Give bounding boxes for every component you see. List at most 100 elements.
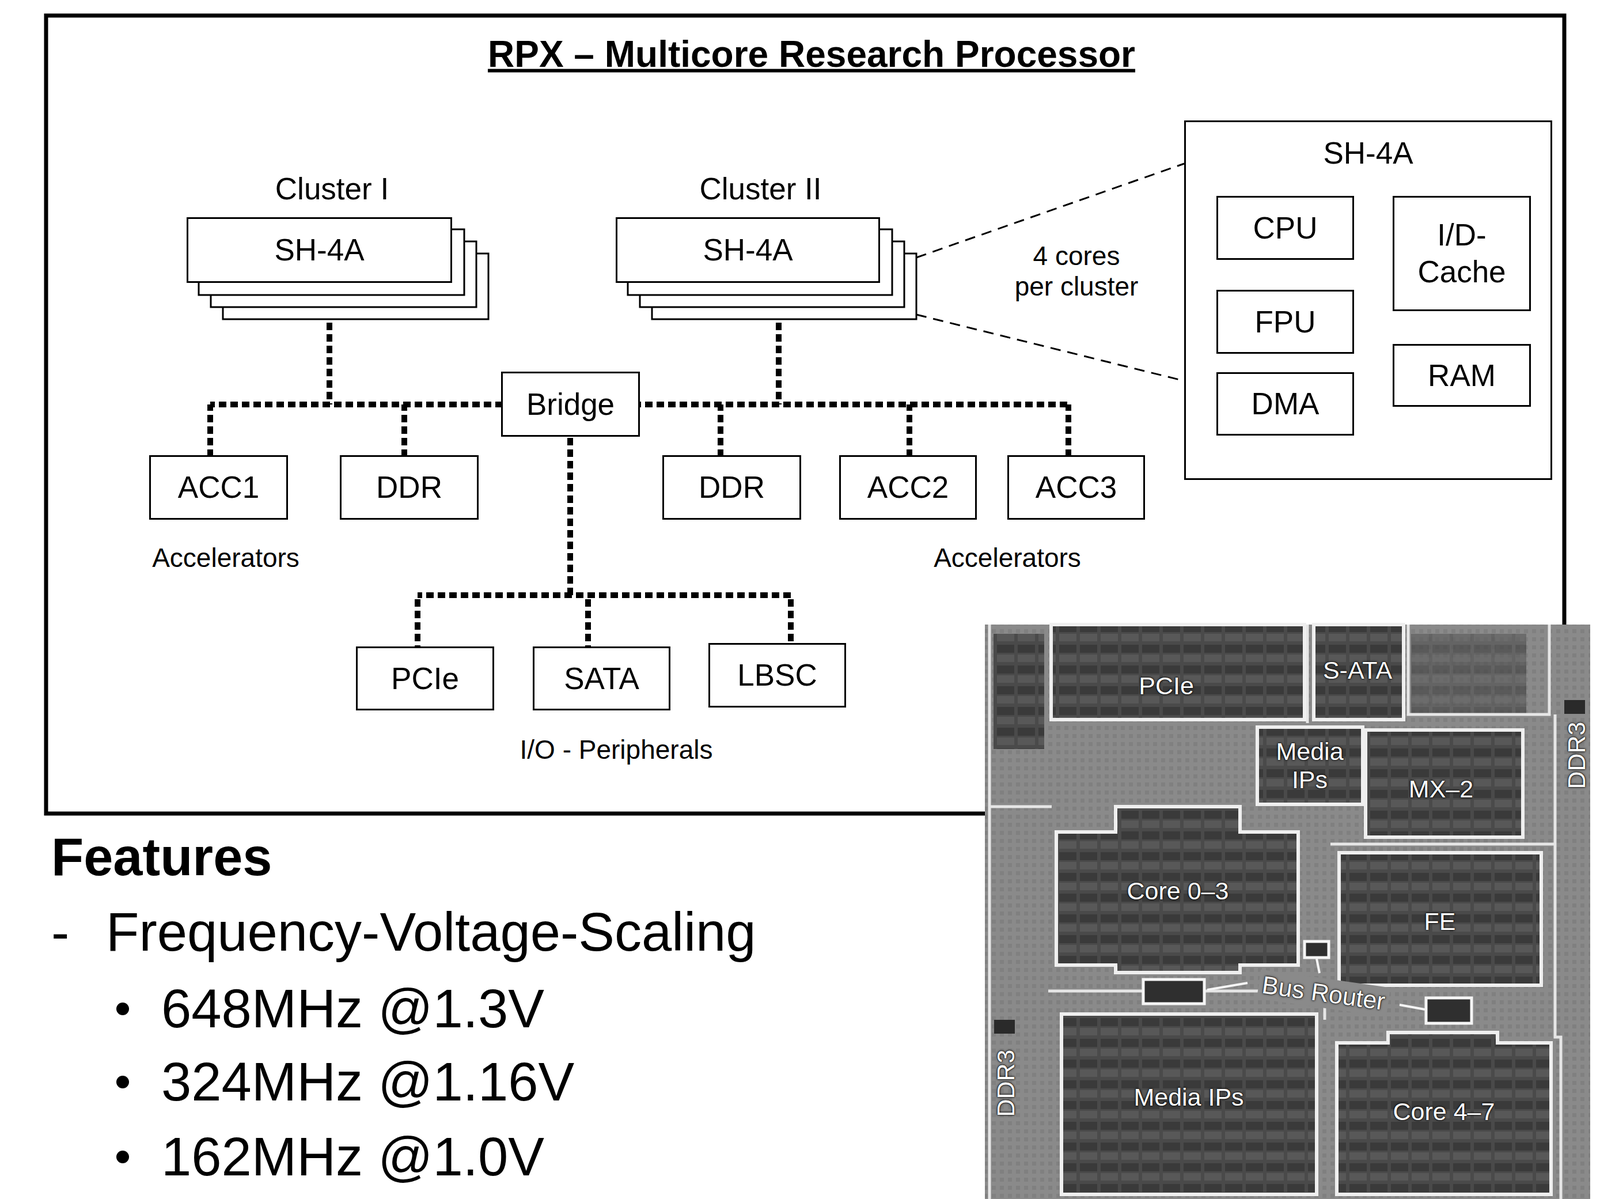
feature-subitem: 324MHz @1.16V (161, 1050, 575, 1113)
core-unit: RAM (1392, 343, 1531, 407)
bus-router-block (1426, 997, 1472, 1023)
die-label: DDR3 (991, 1048, 1021, 1117)
bus-segment (326, 319, 333, 405)
bullet-dot (116, 1002, 130, 1015)
box-label: DDR (698, 468, 765, 506)
box-label: SH-4A (274, 231, 365, 269)
box-label: Bridge (526, 385, 615, 423)
box-label: FPU (1255, 303, 1317, 341)
bus-segment (787, 594, 794, 643)
memory-box: DDR (662, 455, 802, 520)
ddr-pad (994, 1019, 1015, 1034)
bus-segment (639, 401, 779, 408)
memory-box: DDR (339, 455, 479, 520)
core-unit: I/D-Cache (1392, 195, 1531, 312)
box-label: ACC2 (867, 468, 949, 506)
die-region (1257, 726, 1363, 805)
die-background (984, 624, 1591, 1199)
bus-segment (417, 592, 571, 598)
bus-router-block (1143, 979, 1205, 1004)
die-trace (989, 624, 1561, 1199)
group-caption: Accelerators (152, 542, 300, 574)
die-region (1339, 852, 1542, 985)
feature-subitem: 162MHz @1.0V (161, 1125, 545, 1188)
die-block (993, 633, 1045, 749)
core-cluster: Cluster IISH-4A (615, 217, 881, 283)
bus-segment (326, 319, 333, 405)
die-label: Core 0–3 (1127, 876, 1230, 905)
connector (329, 319, 502, 405)
core-unit: CPU (1216, 195, 1355, 260)
bus-segment (775, 319, 782, 405)
peripheral-box: SATA (532, 646, 671, 711)
die-label: Bus Router (1256, 969, 1391, 1018)
connector (720, 319, 779, 456)
accelerator-box: ACC1 (149, 455, 288, 520)
connector (570, 436, 589, 647)
box-label: ACC1 (177, 468, 260, 506)
bus-segment (210, 401, 330, 408)
die-label: PCIe (1138, 671, 1194, 700)
die-region (1056, 806, 1299, 973)
die-block (1411, 633, 1527, 715)
bus-segment (567, 436, 574, 595)
bus-segment (778, 401, 1069, 408)
outer-frame (46, 15, 1565, 814)
box-label: PCIe (391, 660, 460, 697)
box-label: SH-4A (702, 231, 793, 269)
peripheral-box: PCIe (355, 646, 495, 711)
box-label: I/D-Cache (1404, 216, 1520, 290)
die-label: Media IPs (1133, 1082, 1244, 1112)
group-caption: Accelerators (933, 542, 1082, 574)
peripheral-box: LBSC (708, 642, 847, 708)
bus-segment (1065, 404, 1072, 456)
core-unit: FPU (1216, 289, 1355, 354)
connector (639, 319, 779, 405)
connector (210, 319, 330, 456)
die-photo (984, 624, 1591, 1199)
group-title: SH-4A (1185, 134, 1551, 172)
bullet-dot (116, 1075, 130, 1088)
diagram-title: RPX – Multicore Research Processor (487, 32, 1136, 77)
die-region (1313, 624, 1404, 720)
cluster-heading: Cluster I (188, 170, 476, 208)
box-label: DMA (1251, 385, 1320, 423)
bus-segment (585, 594, 591, 647)
bus-segment (775, 319, 782, 405)
accelerator-box: ACC3 (1007, 455, 1145, 520)
bus-segment (567, 436, 574, 595)
die-label: Media IPs (1260, 737, 1359, 795)
box-label: RAM (1427, 357, 1496, 394)
section-heading: Features (51, 826, 273, 888)
list-dash: - (51, 900, 70, 963)
die-label: S-ATA (1322, 656, 1393, 685)
core-detail-box: SH-4A CPU I/D-CacheFPU RAM DMA (1184, 120, 1553, 480)
bus-segment (906, 404, 913, 456)
zoom-line (916, 314, 1185, 381)
connector (916, 163, 1185, 381)
bus-segment (775, 319, 782, 405)
bus-segment (401, 404, 408, 456)
connector (778, 319, 910, 456)
die-region (1051, 624, 1305, 720)
box-label: DDR (376, 468, 443, 506)
ddr-pad (1564, 699, 1586, 714)
die-label: FE (1424, 907, 1457, 936)
connector (778, 319, 1069, 456)
core-unit: DMA (1216, 372, 1355, 436)
die-region (1336, 1032, 1552, 1194)
bus-segment (207, 404, 214, 456)
die-label: MX–2 (1408, 774, 1474, 803)
die-region (1061, 1013, 1317, 1194)
connector (329, 319, 405, 456)
bridge-box: Bridge (501, 371, 640, 437)
cluster-heading: Cluster II (617, 170, 904, 208)
bus-segment (326, 319, 333, 405)
die-label: Core 4–7 (1393, 1097, 1496, 1126)
bus-segment (720, 401, 779, 408)
feature-item: Frequency-Voltage-Scaling (105, 900, 757, 963)
box-label: ACC3 (1035, 468, 1117, 506)
bus-router-block (1304, 941, 1329, 958)
bus-segment (329, 401, 502, 408)
